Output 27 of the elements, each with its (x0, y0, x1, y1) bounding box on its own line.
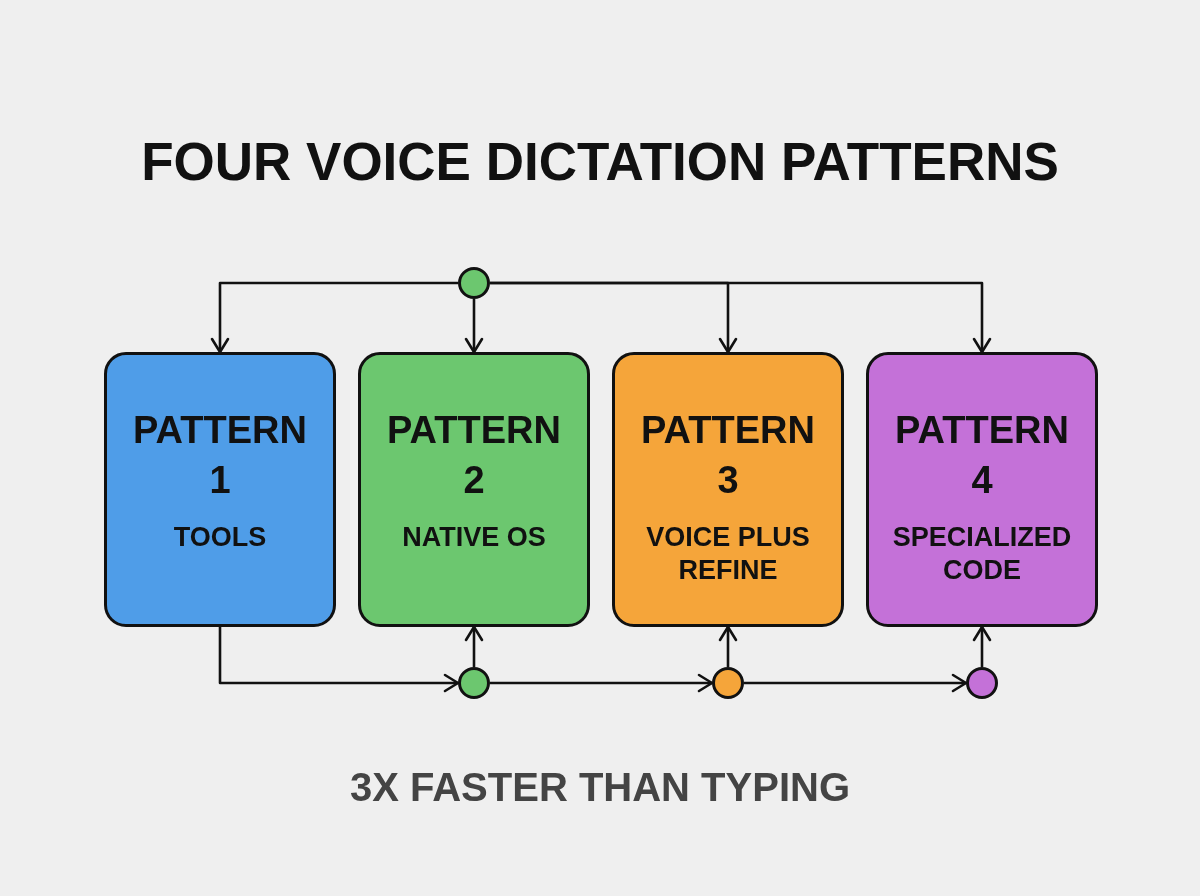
arrow (718, 625, 738, 667)
pattern-heading: PATTERN 2 (387, 408, 561, 503)
diagram-title: FOUR VOICE DICTATION PATTERNS (141, 131, 1059, 193)
pattern-heading: PATTERN 4 (895, 408, 1069, 503)
arrow (744, 673, 968, 693)
pattern-heading: PATTERN 1 (133, 408, 307, 503)
junction-circle (966, 667, 998, 699)
arrow (490, 673, 714, 693)
arrow (490, 281, 992, 354)
pattern-card (612, 352, 844, 627)
pattern-card (358, 352, 590, 627)
arrow (218, 627, 460, 693)
pattern-description: VOICE PLUS REFINE (645, 521, 811, 587)
arrow (972, 625, 992, 667)
arrow (464, 625, 484, 667)
caption-text: 3X FASTER THAN TYPING (349, 764, 851, 811)
junction-circle (458, 267, 490, 299)
pattern-heading: PATTERN 3 (641, 408, 815, 503)
pattern-description: TOOLS (173, 521, 267, 554)
arrow (464, 299, 484, 354)
pattern-card (866, 352, 1098, 627)
arrow (210, 281, 458, 354)
pattern-card (104, 352, 336, 627)
junction-circle (458, 667, 490, 699)
junction-circle (712, 667, 744, 699)
pattern-description: NATIVE OS (402, 521, 546, 554)
pattern-description: SPECIALIZED CODE (891, 521, 1073, 587)
